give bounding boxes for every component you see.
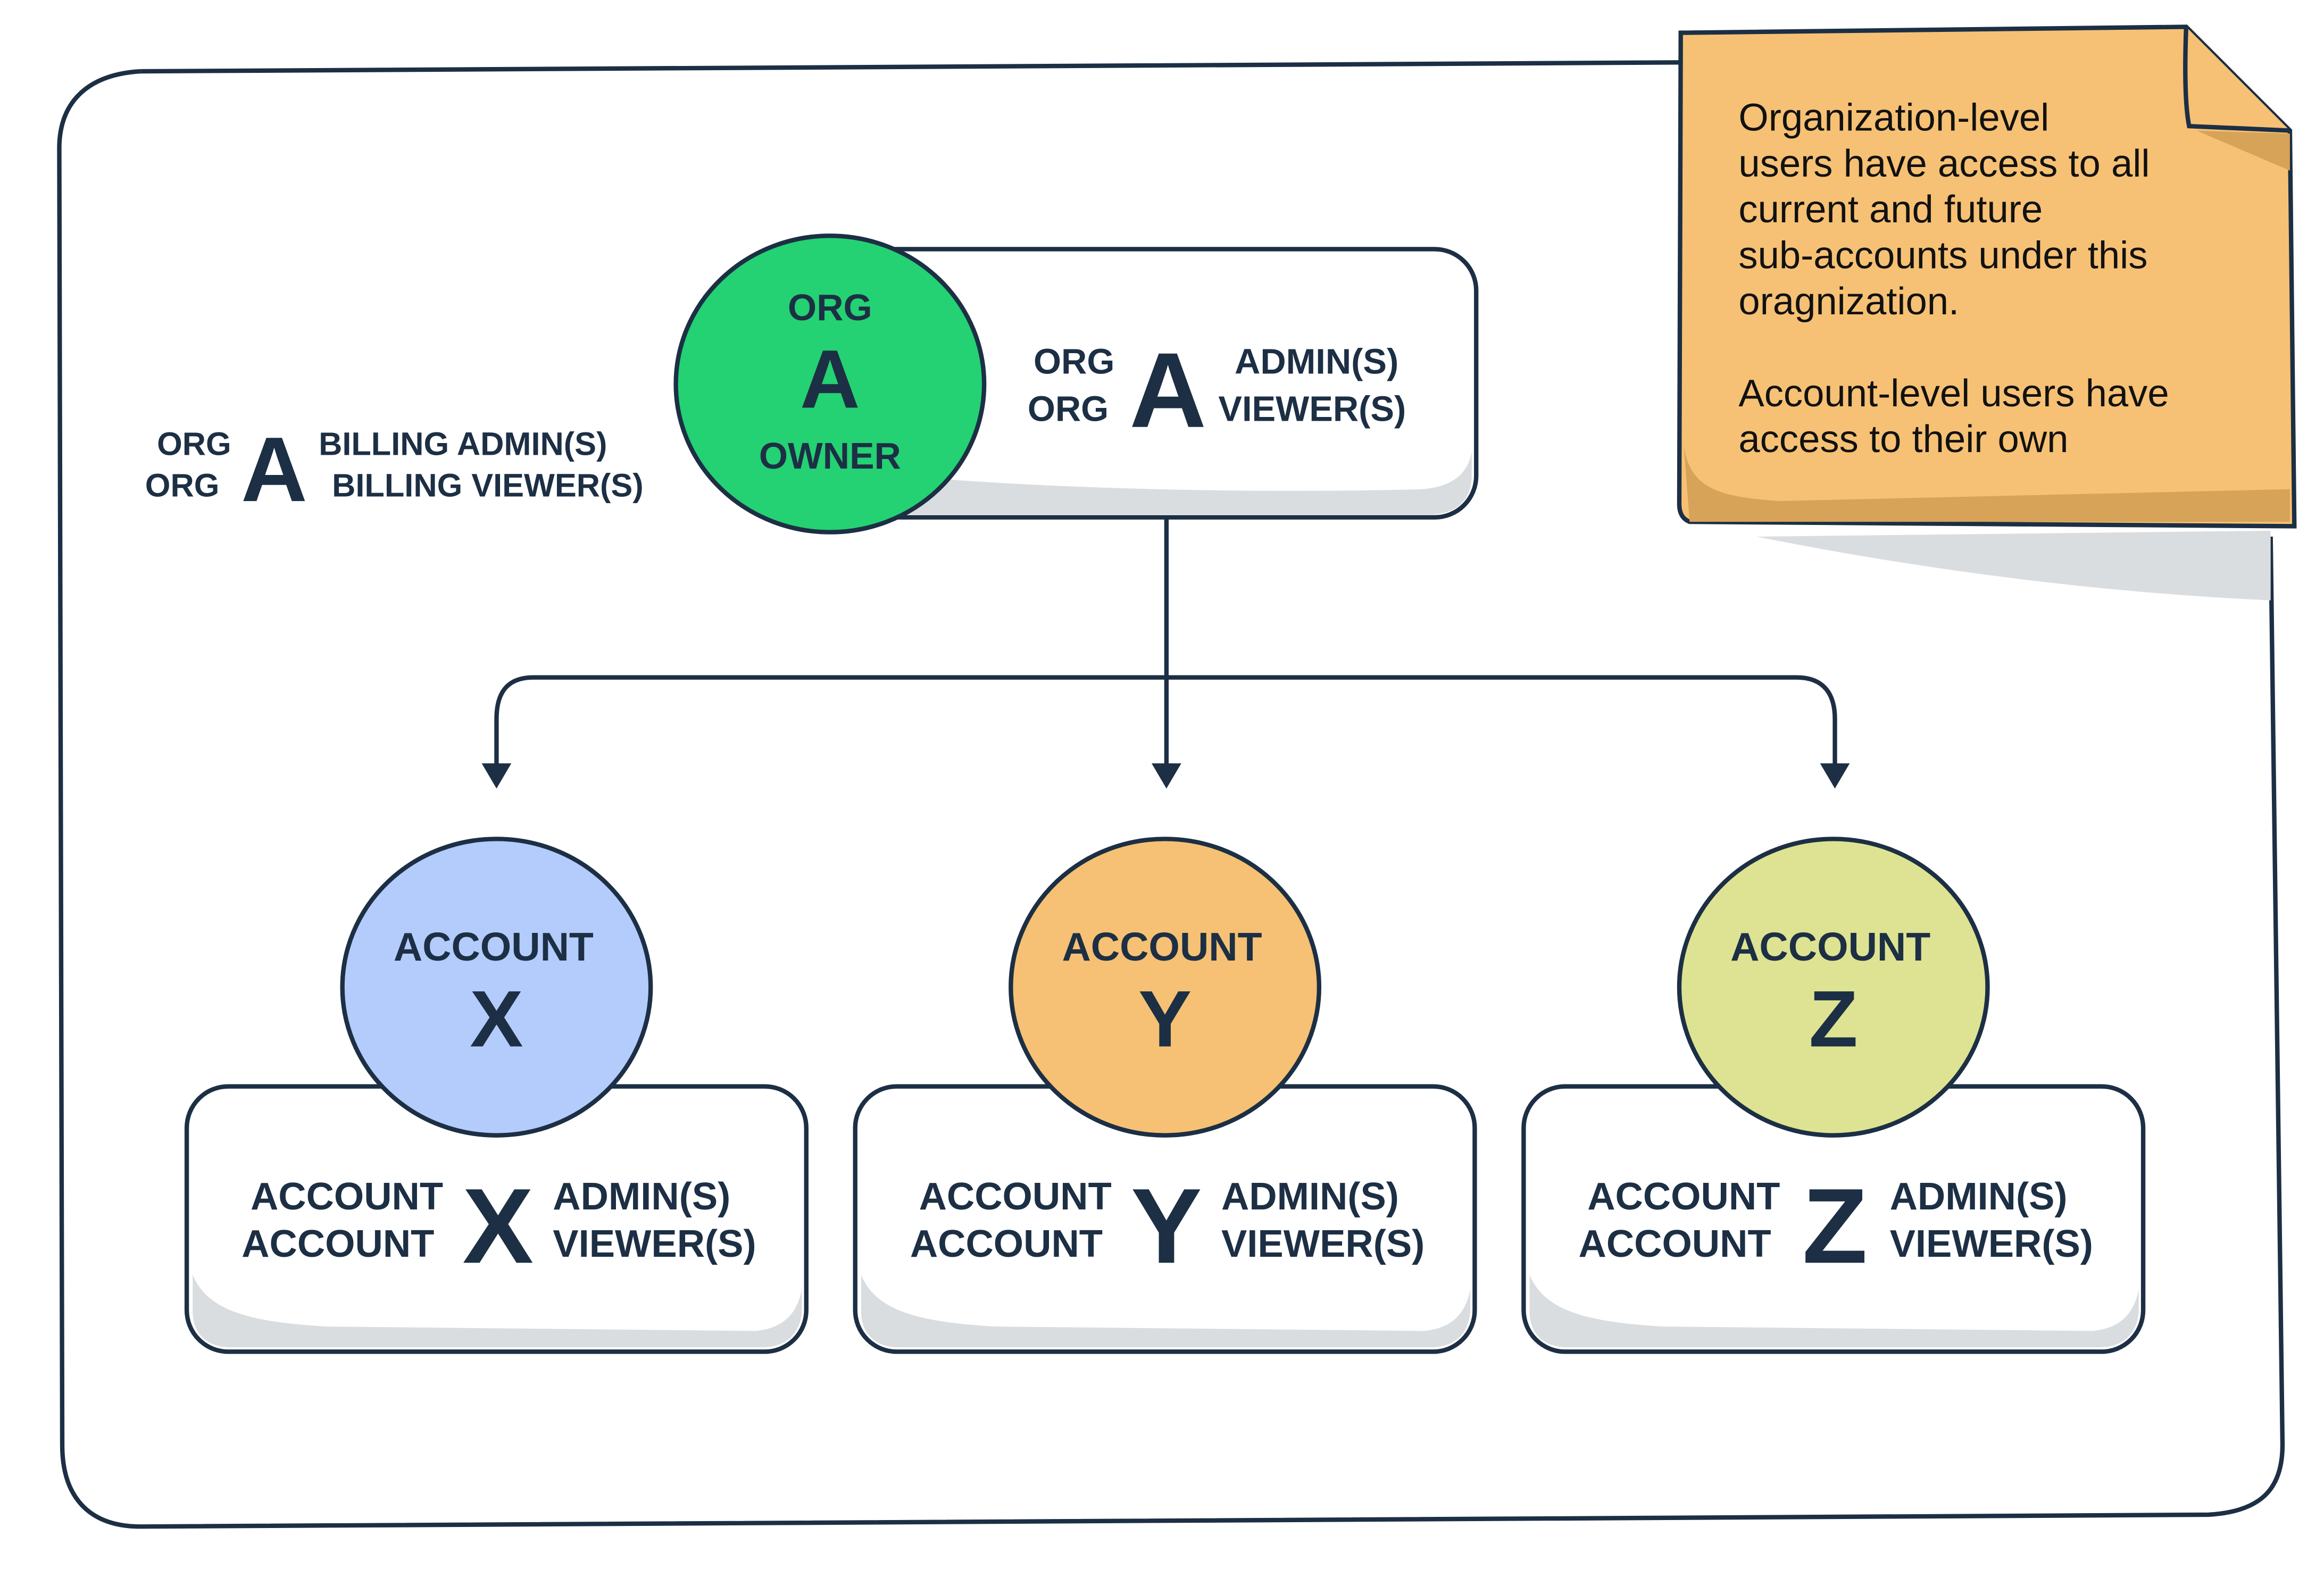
account-prefix: ACCOUNT (251, 1175, 443, 1218)
org-circle-letter: A (800, 333, 860, 426)
account-x: ACCOUNT X ACCOUNT ACCOUNT X ADMIN(S) VIE… (184, 837, 809, 1354)
account-circle-top: ACCOUNT (394, 924, 594, 969)
account-circle-letter: Y (1138, 974, 1192, 1063)
org-circle-owner: OWNER (759, 435, 901, 477)
connector-right (1166, 675, 1837, 771)
outer-frame-top (140, 60, 1682, 74)
account-prefix: ACCOUNT (1579, 1222, 1771, 1265)
account-prefix: ACCOUNT (919, 1175, 1112, 1218)
arrowheads (481, 763, 1850, 789)
outer-frame (57, 69, 2285, 1529)
org-letter: A (1129, 330, 1206, 450)
note-line: oragnization. (1738, 280, 1959, 323)
note-line: Organization-level (1738, 96, 2049, 139)
arrow-down-icon (1151, 763, 1181, 789)
note-line: current and future (1738, 188, 2043, 231)
billing-prefix: ORG (157, 426, 231, 462)
account-prefix: ACCOUNT (910, 1222, 1103, 1265)
connector-left (494, 675, 1167, 771)
arrow-down-icon (1820, 763, 1850, 789)
account-letter: Y (1131, 1166, 1202, 1286)
account-letter: X (462, 1166, 534, 1286)
org-owner-circle: ORG A OWNER (673, 233, 987, 535)
org-role-viewer: VIEWER(S) (1218, 389, 1406, 429)
account-role-viewer: VIEWER(S) (553, 1222, 756, 1265)
sticky-note (1677, 24, 2297, 529)
note-line: users have access to all (1738, 142, 2150, 185)
arrow-down-icon (481, 763, 512, 789)
sticky-note-text: Organization-level users have access to … (1738, 96, 2169, 461)
account-role-viewer: VIEWER(S) (1221, 1222, 1425, 1265)
sticky-note-curl-shade (1684, 445, 2290, 522)
account-y: ACCOUNT Y ACCOUNT ACCOUNT Y ADMIN(S) VIE… (853, 837, 1477, 1354)
account-z: ACCOUNT Z ACCOUNT ACCOUNT Z ADMIN(S) VIE… (1521, 837, 2146, 1354)
note-line: Account-level users have (1738, 372, 2169, 415)
org-roles-box: ORG ORG A ADMIN(S) VIEWER(S) (828, 247, 1479, 520)
org-billing-roles: ORG ORG A BILLING ADMIN(S) BILLING VIEWE… (145, 418, 644, 521)
org-prefix: ORG (1034, 341, 1114, 381)
account-role-admin: ADMIN(S) (1221, 1175, 1399, 1218)
billing-prefix: ORG (145, 468, 220, 504)
account-role-admin: ADMIN(S) (553, 1175, 730, 1218)
note-line: access to their own (1738, 418, 2068, 461)
org-prefix: ORG (1028, 389, 1109, 429)
connectors (494, 519, 1837, 771)
account-prefix: ACCOUNT (241, 1222, 434, 1265)
billing-admin: BILLING ADMIN(S) (319, 426, 607, 462)
sticky-note-fold (2183, 27, 2290, 133)
sticky-note-drop-shadow (1756, 530, 2271, 600)
account-letter: Z (1802, 1166, 1868, 1286)
account-circle-letter: Z (1809, 974, 1858, 1063)
account-circle-letter: X (470, 974, 523, 1063)
account-circle-top: ACCOUNT (1730, 924, 1930, 969)
note-line: sub-accounts under this (1738, 234, 2147, 277)
account-role-viewer: VIEWER(S) (1890, 1222, 2093, 1265)
account-prefix: ACCOUNT (1587, 1175, 1780, 1218)
org-circle-top: ORG (788, 287, 872, 328)
billing-viewer: BILLING VIEWER(S) (332, 468, 644, 504)
billing-letter: A (241, 418, 307, 521)
org-role-admin: ADMIN(S) (1235, 341, 1398, 381)
account-role-admin: ADMIN(S) (1890, 1175, 2068, 1218)
account-circle-top: ACCOUNT (1062, 924, 1262, 969)
